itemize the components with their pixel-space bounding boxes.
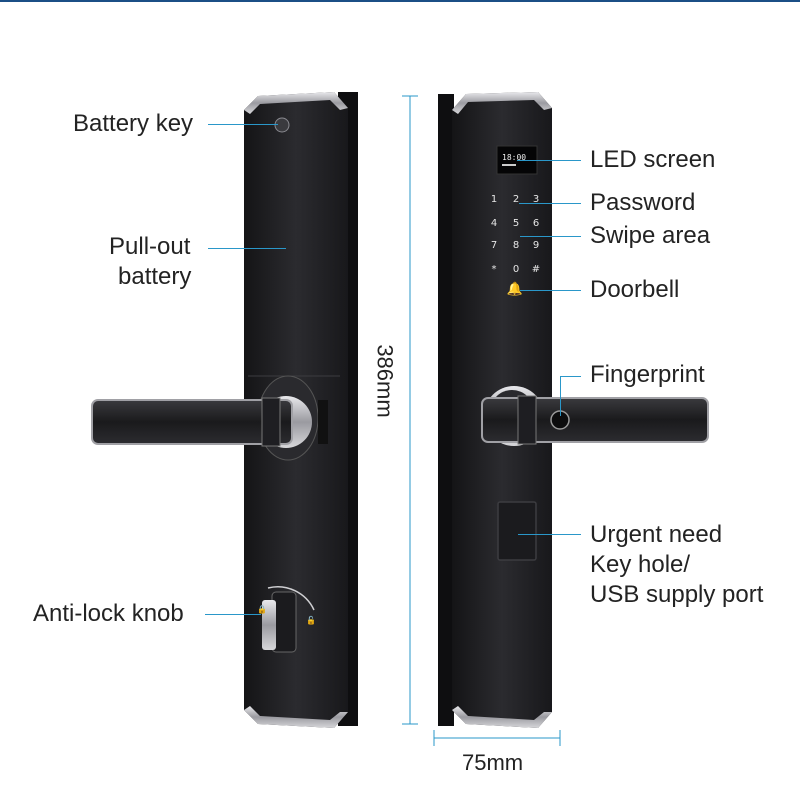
keypad-key: # <box>532 264 540 275</box>
fingerprint-leader-h <box>560 376 581 377</box>
fingerprint-label: Fingerprint <box>590 361 705 388</box>
urgent-leader <box>518 534 581 535</box>
keypad-key: 4 <box>491 218 497 229</box>
keypad-key: 0 <box>513 264 519 275</box>
keypad-key: 5 <box>513 218 519 229</box>
width-dimension: 75mm <box>462 750 524 775</box>
doorbell-icon: 🔔 <box>507 281 523 297</box>
led-screen-label: LED screen <box>590 146 716 173</box>
svg-text:🔓: 🔓 <box>306 615 316 625</box>
password-label: Password <box>590 189 696 216</box>
swipe-area-leader <box>520 236 581 237</box>
back-panel: 🔒 🔓 <box>91 92 358 728</box>
keypad-key: 7 <box>491 240 497 251</box>
battery-key-leader <box>208 124 278 125</box>
svg-text:18:00: 18:00 <box>502 153 526 162</box>
pull-out-battery-leader <box>208 248 286 249</box>
urgent-label-2: Key hole/ <box>590 551 691 578</box>
pull-out-battery-label-2: battery <box>118 263 192 290</box>
password-leader <box>519 203 581 204</box>
keypad-key: 8 <box>513 240 519 251</box>
height-dimension: 386mm <box>372 344 398 418</box>
pull-out-battery-label-1: Pull-out <box>109 233 191 260</box>
back-handle-lever <box>91 399 293 445</box>
doorbell-label: Doorbell <box>590 276 680 303</box>
front-panel: 18:00 1 2 3 4 5 6 7 8 9 * 0 # 🔔 <box>438 92 709 728</box>
dimension-lines <box>402 95 561 746</box>
doorbell-leader <box>520 290 581 291</box>
keypad-key: * <box>492 264 497 275</box>
swipe-area-label: Swipe area <box>590 222 711 249</box>
keypad-key: 6 <box>533 218 539 229</box>
key-hole-cover <box>497 501 537 561</box>
front-panel-side <box>438 94 454 726</box>
keypad-key: 2 <box>513 194 519 205</box>
battery-key-label: Battery key <box>73 110 194 137</box>
led-screen-leader <box>517 160 581 161</box>
front-handle-lever <box>481 397 709 443</box>
anti-lock-leader <box>205 614 261 615</box>
anti-lock-label: Anti-lock knob <box>33 600 184 627</box>
front-panel-bottom-cap <box>452 706 552 728</box>
front-panel-top-cap <box>452 92 552 114</box>
fingerprint-leader-v <box>560 376 561 416</box>
back-panel-bottom-cap <box>244 706 348 728</box>
anti-lock-knob-icon <box>262 600 276 650</box>
keypad: 1 2 3 4 5 6 7 8 9 * 0 # <box>491 194 540 275</box>
keypad-key: 1 <box>491 194 497 205</box>
svg-text:🔒: 🔒 <box>257 605 267 614</box>
keypad-key: 9 <box>533 240 539 251</box>
urgent-label-3: USB supply port <box>590 581 764 608</box>
top-border <box>0 0 800 2</box>
urgent-label-1: Urgent need <box>590 521 723 548</box>
battery-key-icon <box>274 117 290 133</box>
back-panel-top-cap <box>244 92 348 114</box>
keypad-key: 3 <box>533 194 539 205</box>
